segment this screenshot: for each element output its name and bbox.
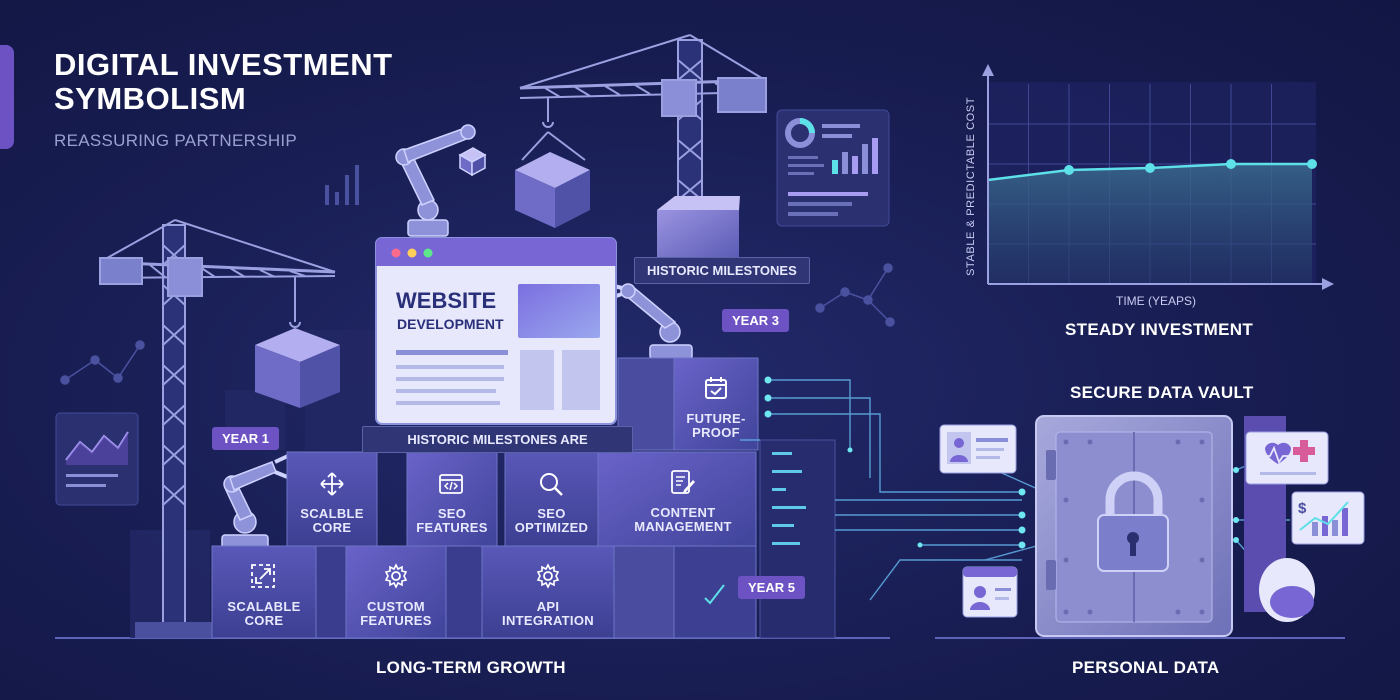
caption-steady-investment: STEADY INVESTMENT <box>1065 320 1254 339</box>
id-badge-bottom <box>962 566 1018 618</box>
document-edit-icon <box>671 470 695 494</box>
block-scalable-core-bottom-label: SCALABLE CORE <box>227 599 301 628</box>
browser-window <box>375 237 617 425</box>
server-rack <box>759 439 836 639</box>
crane-left <box>99 219 336 626</box>
vault <box>1035 415 1286 637</box>
cost-chart: STABLE & PREDICTABLE COST TIME (YEAPS) <box>965 64 1334 308</box>
caption-long-term-growth: LONG-TERM GROWTH <box>376 658 566 677</box>
title-line-1: DIGITAL INVESTMENT <box>54 47 393 82</box>
code-window-icon <box>439 474 463 494</box>
block-content-management: CONTENT MANAGEMENT <box>598 506 768 534</box>
network-decoration <box>60 263 895 385</box>
page-subtitle: REASSURING PARTNERSHIP <box>54 131 298 150</box>
chart-area-fill <box>988 164 1312 284</box>
cube-right <box>515 152 590 228</box>
cube-left <box>255 328 340 408</box>
chart-y-arrow <box>982 64 994 76</box>
mini-bars-decoration <box>325 165 359 205</box>
chart-point <box>1064 165 1074 175</box>
block-seo-optimized-label: SEO OPTIMIZED <box>514 506 589 535</box>
website-title-line-2: DEVELOPMENT <box>397 316 504 332</box>
banner-historic-milestones-are: HISTORIC MILESTONES ARE <box>362 426 633 453</box>
finance-card: $ <box>1291 491 1365 545</box>
block-seo-features-label: SEO FEATURES <box>416 506 488 535</box>
gear-icon <box>384 563 408 589</box>
id-card-top <box>939 424 1017 474</box>
tower-block <box>657 210 739 260</box>
chart-points <box>1064 159 1317 175</box>
svg-text:$: $ <box>1298 500 1307 517</box>
block-seo-optimized: SEO OPTIMIZED <box>505 507 598 535</box>
tag-year-3: YEAR 3 <box>722 309 789 332</box>
block-seo-features: SEO FEATURES <box>407 507 497 535</box>
block-api-integration: API INTEGRATION <box>482 600 614 628</box>
move-arrows-icon <box>320 472 344 496</box>
website-title: WEBSITE <box>396 289 496 313</box>
block-future-proof: FUTURE- PROOF <box>676 412 756 440</box>
expand-icon <box>251 564 275 588</box>
crane-left-base <box>135 622 215 638</box>
dashboard-card <box>776 109 890 227</box>
block-api-integration-label: API INTEGRATION <box>502 599 594 628</box>
block-custom-features: CUSTOM FEATURES <box>346 600 446 628</box>
banner-historic-milestones: HISTORIC MILESTONES <box>634 257 810 284</box>
website-title-line-1: WEBSITE <box>396 288 497 313</box>
gear-icon <box>536 563 560 589</box>
chart-point <box>1145 163 1155 173</box>
left-accent-bar <box>0 45 14 149</box>
block-future-proof-label: FUTURE- PROOF <box>686 411 746 440</box>
caption-secure-data-vault: SECURE DATA VAULT <box>1070 383 1254 402</box>
chart-ylabel: STABLE & PREDICTABLE COST <box>965 97 977 276</box>
chart-point <box>1307 159 1317 169</box>
profile-blob <box>1259 558 1315 622</box>
chart-xlabel: TIME (YEAPS) <box>1116 294 1196 308</box>
floating-card-left <box>55 412 139 506</box>
page-title: DIGITAL INVESTMENT SYMBOLISM <box>54 48 393 116</box>
block-scalable-core-bottom: SCALABLE CORE <box>212 600 316 628</box>
block-content-management-label: CONTENT MANAGEMENT <box>634 505 732 534</box>
block-scalable-core-top-label: SCALBLE CORE <box>300 506 364 535</box>
chart-point <box>1226 159 1236 169</box>
building-blocks <box>211 357 759 639</box>
robot-arm-top <box>395 124 487 237</box>
tag-year-5: YEAR 5 <box>738 576 805 599</box>
calendar-check-icon <box>705 377 727 399</box>
chart-x-arrow <box>1322 278 1334 290</box>
title-line-2: SYMBOLISM <box>54 81 247 116</box>
circuit-dots <box>764 376 1239 549</box>
check-icon <box>704 584 725 605</box>
caption-personal-data: PERSONAL DATA <box>1072 658 1220 677</box>
health-card <box>1245 431 1329 485</box>
block-scalable-core-top: SCALBLE CORE <box>287 507 377 535</box>
robot-arm-left <box>221 453 291 550</box>
search-icon <box>540 473 563 496</box>
tag-year-1: YEAR 1 <box>212 427 279 450</box>
block-custom-features-label: CUSTOM FEATURES <box>360 599 432 628</box>
